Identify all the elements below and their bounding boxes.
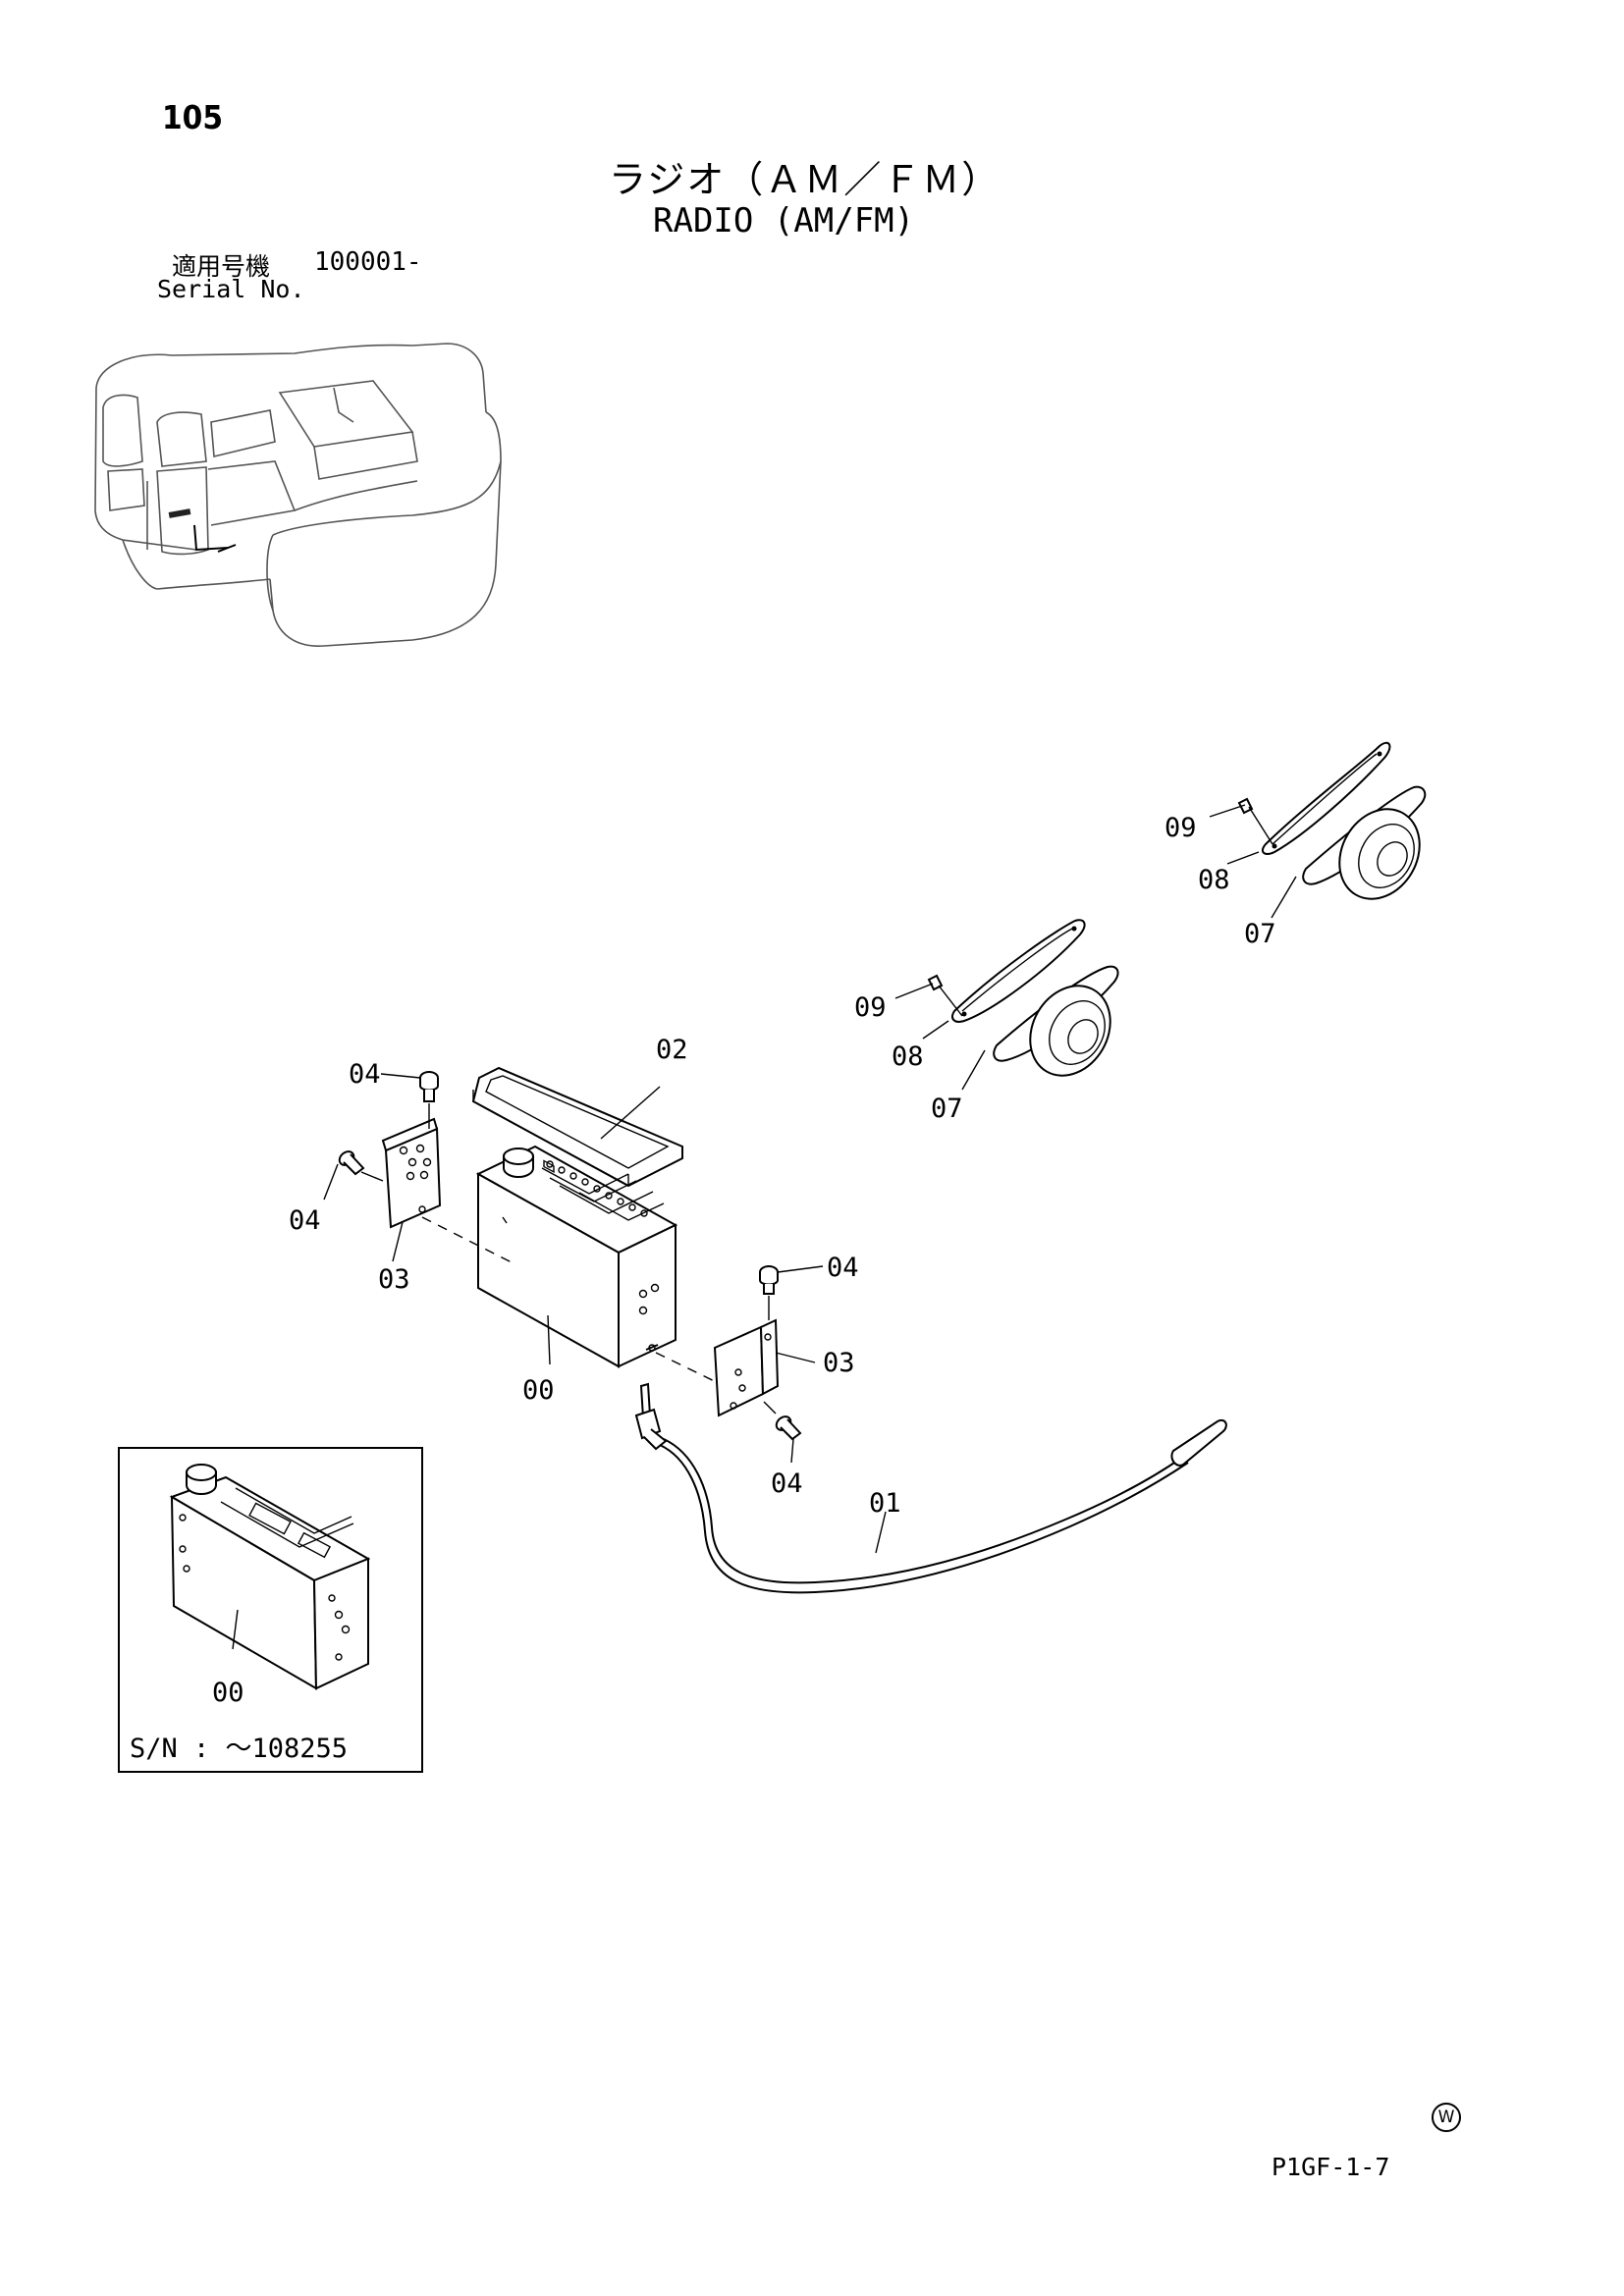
cover-plate xyxy=(471,1066,683,1188)
callout-07-top: 07 xyxy=(1244,919,1276,949)
callout-04-mid-left: 04 xyxy=(289,1205,321,1236)
screw-top-left xyxy=(380,1071,439,1129)
inset-serial-note: S/N : ～108255 xyxy=(130,1734,348,1764)
callout-03-left: 03 xyxy=(378,1264,410,1295)
watermark-icon: W xyxy=(1432,2103,1461,2132)
page-code: P1GF-1-7 xyxy=(1272,2153,1390,2181)
page-number: 105 xyxy=(162,98,224,136)
callout-09-mid: 09 xyxy=(854,992,887,1023)
bracket-right xyxy=(713,1318,816,1417)
callout-00-main: 00 xyxy=(522,1375,555,1406)
bracket-left xyxy=(381,1117,442,1262)
screw-top-right xyxy=(759,1265,824,1320)
screw-mid-left xyxy=(323,1150,384,1201)
inset-box xyxy=(118,1447,423,1773)
speaker-assembly-upper xyxy=(1209,741,1427,919)
callout-07-mid: 07 xyxy=(931,1094,963,1124)
screw-bottom-right xyxy=(763,1401,802,1464)
speaker-assembly-lower xyxy=(894,919,1119,1091)
title-japanese: ラジオ（ＡＭ／ＦＭ） xyxy=(609,158,1001,201)
cab-location-sketch xyxy=(94,343,502,647)
callout-04-top-left: 04 xyxy=(349,1059,381,1090)
callout-03-right: 03 xyxy=(823,1348,855,1378)
callout-04-bottom-right: 04 xyxy=(771,1468,803,1499)
radio-unit xyxy=(475,1145,678,1368)
callout-02: 02 xyxy=(656,1035,688,1065)
serial-label-english: Serial No. xyxy=(157,275,305,303)
callout-04-top-right: 04 xyxy=(827,1253,859,1283)
callout-01: 01 xyxy=(869,1488,901,1519)
callout-00-inset: 00 xyxy=(212,1678,244,1708)
callout-09-top: 09 xyxy=(1164,813,1197,843)
callout-08-mid: 08 xyxy=(892,1041,924,1072)
antenna-cable xyxy=(634,1382,1227,1594)
callout-08-top: 08 xyxy=(1198,865,1230,895)
serial-label-japanese: 適用号機 xyxy=(172,252,271,281)
title-english: RADIO (AM/FM) xyxy=(653,201,915,240)
serial-value: 100001- xyxy=(314,247,422,277)
